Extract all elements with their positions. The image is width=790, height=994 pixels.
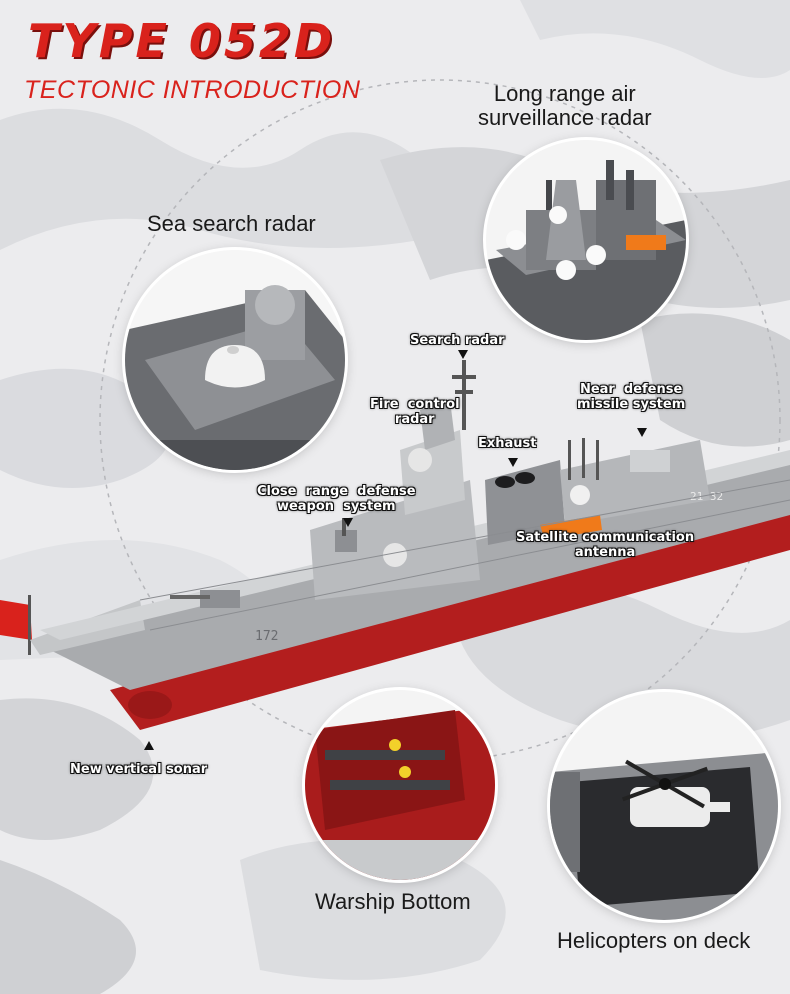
exhaust-pointer (508, 458, 518, 467)
close-range-pointer (343, 518, 353, 527)
fire-control-radar-callout: Fire control radar (370, 397, 460, 427)
search-radar-pointer (458, 350, 468, 359)
helicopter-detail-image (550, 692, 778, 920)
warship-model-image: 172 21 32 (0, 360, 790, 730)
page-subtitle: TECTONIC INTRODUCTION (24, 76, 361, 104)
vertical-sonar-callout: New vertical sonar (70, 762, 208, 777)
sea-search-radar-detail-image (125, 250, 345, 470)
satellite-antenna-callout: Satellite communication antenna (516, 530, 695, 560)
page-title: TYPE 052D (28, 14, 336, 68)
hull-number: 172 (255, 629, 278, 644)
sea-search-radar-label: Sea search radar (147, 211, 316, 236)
exhaust-callout: Exhaust (478, 436, 537, 451)
long-range-radar-detail-image (486, 140, 686, 340)
side-number: 21 32 (690, 490, 723, 503)
long-range-radar-label: Long range air surveillance radar (478, 81, 652, 130)
search-radar-callout: Search radar (410, 333, 505, 348)
warship-bottom-label: Warship Bottom (315, 889, 471, 914)
near-defense-pointer (637, 428, 647, 437)
warship-bottom-detail-image (305, 690, 495, 880)
close-range-defense-callout: Close range defense weapon system (257, 484, 416, 514)
helicopters-label: Helicopters on deck (557, 928, 751, 953)
sonar-pointer (144, 741, 154, 750)
near-defense-missile-callout: Near defense missile system (577, 382, 686, 412)
